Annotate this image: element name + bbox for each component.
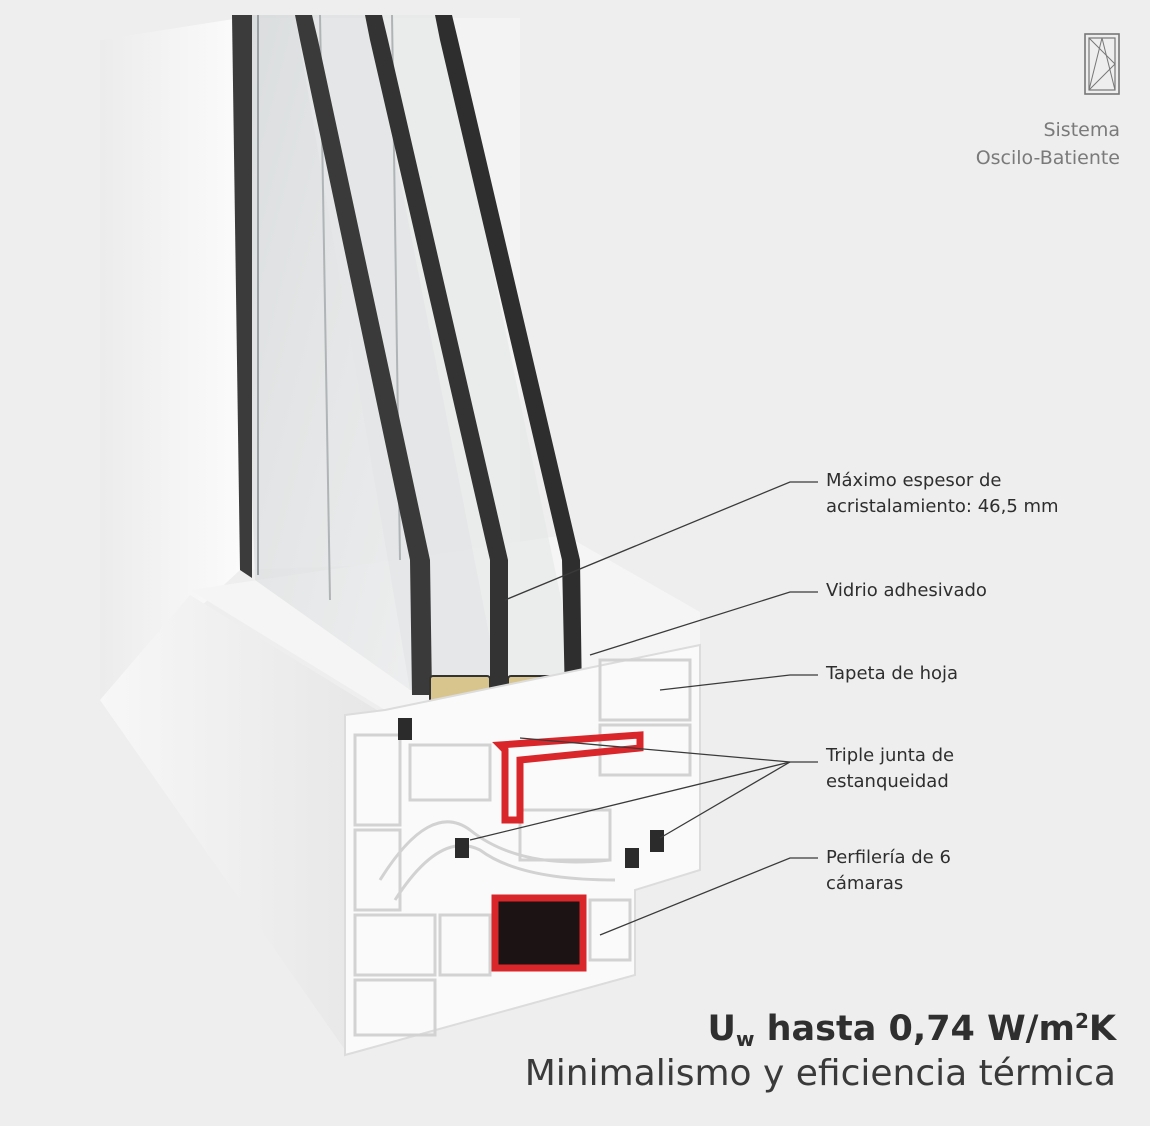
profile-cross-section bbox=[344, 643, 701, 1057]
system-label: Sistema Oscilo-Batiente bbox=[976, 116, 1120, 172]
leader-line-seal-b bbox=[469, 761, 791, 841]
unit-superscript: 2 bbox=[1074, 1009, 1089, 1033]
system-label-line1: Sistema bbox=[1043, 119, 1120, 141]
callout-glazing-line1: Máximo espesor de bbox=[826, 470, 1002, 491]
callout-glazing: Máximo espesor de acristalamiento: 46,5 … bbox=[826, 468, 1126, 520]
u-subscript: w bbox=[735, 1027, 755, 1051]
glass-panes bbox=[232, 14, 582, 712]
callout-glass: Vidrio adhesivado bbox=[826, 578, 1126, 604]
callout-glass-line1: Vidrio adhesivado bbox=[826, 580, 987, 601]
leader-lines bbox=[469, 481, 818, 936]
leader-line-chambers bbox=[599, 857, 818, 936]
leader-line-glass bbox=[589, 591, 818, 656]
tilt-turn-window-icon bbox=[1084, 33, 1120, 95]
tagline: Minimalismo y eficiencia térmica bbox=[524, 1053, 1116, 1094]
u-value-text: hasta 0,74 W/m bbox=[754, 1009, 1075, 1049]
callout-sash: Tapeta de hoja bbox=[826, 661, 1126, 687]
callout-sash-line1: Tapeta de hoja bbox=[826, 663, 959, 684]
u-symbol: U bbox=[707, 1009, 736, 1049]
leader-line-glazing bbox=[504, 481, 818, 601]
thermal-headline: Uw hasta 0,74 W/m2K bbox=[708, 998, 1116, 1062]
system-label-line2: Oscilo-Batiente bbox=[975, 147, 1120, 169]
callout-seal-line1: Triple junta de bbox=[826, 745, 955, 766]
callout-chambers: Perfilería de 6 cámaras bbox=[826, 845, 1126, 897]
callout-glazing-line2: acristalamiento: 46,5 mm bbox=[826, 496, 1059, 517]
callout-seal: Triple junta de estanqueidad bbox=[826, 743, 1126, 795]
unit-suffix: K bbox=[1088, 1009, 1116, 1049]
callout-chambers-line2: cámaras bbox=[826, 873, 904, 894]
leader-line-sash bbox=[659, 674, 818, 691]
leader-line-seal-c bbox=[659, 761, 791, 839]
callout-seal-line2: estanqueidad bbox=[826, 771, 949, 792]
callout-chambers-line1: Perfilería de 6 bbox=[826, 847, 951, 868]
